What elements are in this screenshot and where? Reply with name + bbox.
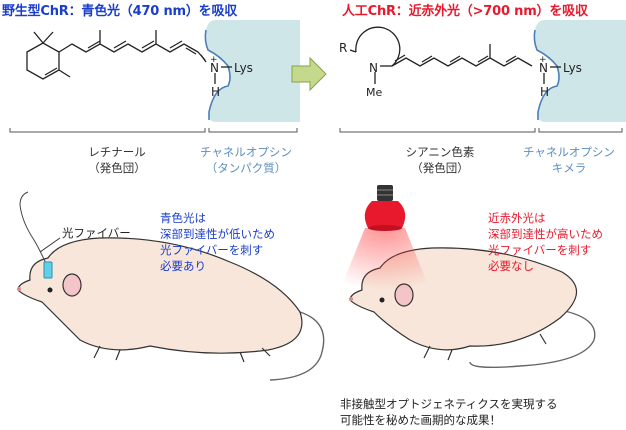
channelopsin-subtitle-right: キメラ: [551, 161, 587, 175]
left-title: 野生型ChR：青色光（470 nm）を吸収: [2, 4, 238, 19]
channelopsin-pocket-left: [205, 20, 300, 122]
right-note-line-2: 深部到達性が高いため: [488, 227, 603, 241]
channelopsin-pocket-right: [534, 20, 626, 122]
nir-light-beam: [340, 228, 430, 290]
channelopsin-label-left: チャネルオプシン （タンパク質）: [186, 144, 306, 176]
hydrogen-left: H: [211, 85, 220, 99]
cyanine-subtitle: （発色団）: [411, 161, 469, 175]
channelopsin-subtitle-left: （タンパク質）: [205, 161, 287, 175]
conclusion: 非接触型オプトジェネティクスを実現する 可能性を秘めた画期的な成果！: [340, 396, 557, 428]
channelopsin-edge-left: [204, 29, 231, 120]
channelopsin-edge-right: [533, 29, 560, 120]
retinal-molecule: [26, 30, 232, 84]
channelopsin-name-left: チャネルオプシン: [200, 145, 292, 159]
left-note: 青色光は 深部到達性が低いため 光ファイバーを刺す 必要あり: [160, 210, 275, 274]
cyanine-molecule: [349, 26, 561, 84]
left-note-line-1: 青色光は: [160, 211, 206, 225]
channelopsin-label-right: チャネルオプシン キメラ: [512, 144, 626, 176]
right-note-line-1: 近赤外光は: [488, 211, 546, 225]
plus-right: +: [539, 55, 547, 65]
left-note-line-4: 必要あり: [160, 259, 206, 273]
left-note-line-3: 光ファイバーを刺す: [160, 243, 264, 257]
lys-left: Lys: [234, 61, 253, 75]
retinal-label: レチナール （発色団）: [62, 144, 172, 176]
methyl-group: Me: [366, 86, 382, 99]
mouse-left: [17, 237, 325, 381]
conclusion-line-1: 非接触型オプトジェネティクスを実現する: [340, 397, 558, 411]
cyanine-label: シアニン色素 （発色団）: [385, 144, 495, 176]
retinal-bracket: [9, 128, 206, 133]
right-note: 近赤外光は 深部到達性が高いため 光ファイバーを刺す 必要なし: [488, 210, 603, 274]
nitrogen-right: N: [539, 61, 548, 75]
cyanine-name: シアニン色素: [405, 145, 475, 159]
channel-bracket-right: [538, 128, 623, 133]
right-note-line-4: 必要なし: [488, 259, 534, 273]
retinal-name: レチナール: [88, 145, 146, 159]
right-note-line-3: 光ファイバーを刺す: [488, 243, 592, 257]
channelopsin-name-right: チャネルオプシン: [523, 145, 615, 159]
transform-arrow: [291, 56, 327, 92]
cyanine-bracket: [339, 128, 536, 133]
retinal-subtitle: （発色団）: [88, 161, 146, 175]
conclusion-line-2: 可能性を秘めた画期的な成果！: [340, 413, 501, 427]
channel-bracket-left: [208, 128, 298, 133]
nitrogen-cyanine: N: [369, 61, 378, 75]
nitrogen-left: N: [210, 61, 219, 75]
lys-right: Lys: [563, 61, 582, 75]
left-note-line-2: 深部到達性が低いため: [160, 227, 275, 241]
right-title: 人工ChR：近赤外光（>700 nm）を吸収: [342, 4, 588, 19]
hydrogen-right: H: [540, 85, 549, 99]
optical-fiber-cable: [19, 191, 49, 269]
optical-fiber-tip: [43, 261, 53, 279]
r-group: R: [339, 41, 347, 55]
nir-lamp-icon: [364, 185, 406, 231]
plus-left: +: [210, 55, 218, 65]
fiber-label: 光ファイバー: [62, 226, 131, 240]
